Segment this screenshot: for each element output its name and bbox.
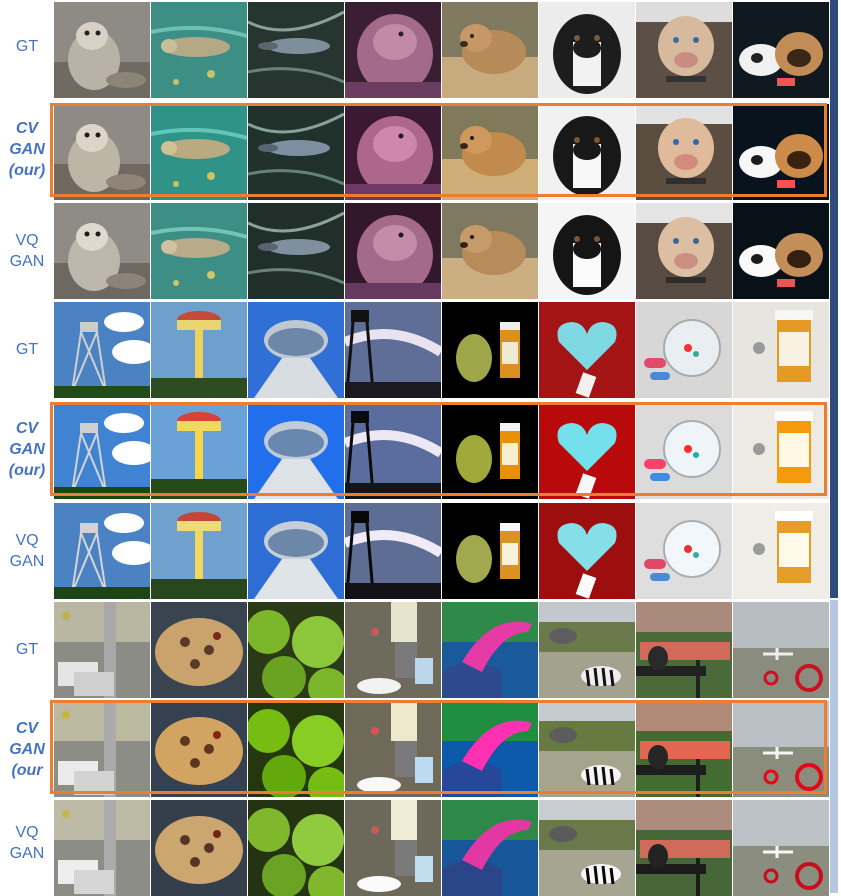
thumbnail-pills-in-glass — [636, 302, 732, 398]
thumbnail-otter — [54, 104, 150, 200]
thumbnail-otter — [54, 203, 150, 299]
thumbnail-airport-runway — [733, 800, 829, 896]
thumbnail-water-tower-red-top — [151, 403, 247, 499]
thumbnail-walrus — [345, 2, 441, 98]
thumbnail-park-bench — [636, 602, 732, 698]
thumbnail-blender-kitchen — [345, 800, 441, 896]
thumbnail-water-tower-from-below — [248, 403, 344, 499]
thumbnail-dogs-on-car-seat — [733, 104, 829, 200]
image-row-cvgan-objects — [54, 403, 829, 499]
thumbnail-water-tower-cloudy — [54, 503, 150, 599]
thumbnail-pizza — [151, 701, 247, 797]
thumbnail-dog-in-car — [636, 203, 732, 299]
thumbnail-dog-in-car — [636, 104, 732, 200]
thumbnail-pills-in-glass — [636, 403, 732, 499]
thumbnail-green-apples — [248, 800, 344, 896]
thumbnail-pear-and-pill-bottle — [442, 403, 538, 499]
thumbnail-pills-in-glass — [636, 503, 732, 599]
thumbnail-pink-shoe-jeans — [442, 602, 538, 698]
thumbnail-water-tower-from-below — [248, 302, 344, 398]
thumbnail-otter — [54, 2, 150, 98]
thumbnail-airport-runway — [733, 602, 829, 698]
thumbnail-dog-in-car — [636, 2, 732, 98]
thumbnail-zebra-savanna — [539, 602, 635, 698]
thumbnail-puppy-on-blanket — [442, 104, 538, 200]
thumbnail-green-apples — [248, 701, 344, 797]
thumbnail-street-traffic — [54, 800, 150, 896]
thumbnail-dogs-on-car-seat — [733, 2, 829, 98]
thumbnail-black-dog — [539, 2, 635, 98]
image-row-vqgan-scenes — [54, 800, 829, 896]
thumbnail-pill-bottle-orange — [733, 503, 829, 599]
thumbnail-puppy-on-blanket — [442, 2, 538, 98]
thumbnail-airport-runway — [733, 701, 829, 797]
thumbnail-black-dog — [539, 203, 635, 299]
thumbnail-pill-bottle-orange — [733, 302, 829, 398]
thumbnail-water-tower-sunset — [345, 302, 441, 398]
thumbnail-water-tower-cloudy — [54, 403, 150, 499]
thumbnail-pink-shoe-jeans — [442, 800, 538, 896]
thumbnail-walrus — [345, 104, 441, 200]
thumbnail-pear-and-pill-bottle — [442, 503, 538, 599]
image-row-vqgan-animals — [54, 203, 829, 299]
thumbnail-water-tower-from-below — [248, 503, 344, 599]
image-row-cvgan-scenes — [54, 701, 829, 797]
row-label-gt: GT — [15, 341, 39, 358]
thumbnail-platypus-in-water — [248, 2, 344, 98]
thumbnail-water-tower-sunset — [345, 403, 441, 499]
sidebar-bar-dark — [830, 0, 838, 598]
image-row-vqgan-objects — [54, 503, 829, 599]
thumbnail-pink-shoe-jeans — [442, 701, 538, 797]
thumbnail-park-bench — [636, 800, 732, 896]
thumbnail-blender-kitchen — [345, 701, 441, 797]
image-row-gt-scenes — [54, 602, 829, 698]
thumbnail-dogs-on-car-seat — [733, 203, 829, 299]
thumbnail-pizza — [151, 602, 247, 698]
thumbnail-pill-heart-red — [539, 403, 635, 499]
thumbnail-puppy-on-blanket — [442, 203, 538, 299]
thumbnail-water-tower-red-top — [151, 302, 247, 398]
thumbnail-street-traffic — [54, 701, 150, 797]
thumbnail-otter-in-water — [151, 203, 247, 299]
thumbnail-zebra-savanna — [539, 800, 635, 896]
row-label-gt: GT — [15, 641, 39, 658]
thumbnail-platypus-in-water — [248, 203, 344, 299]
thumbnail-pear-and-pill-bottle — [442, 302, 538, 398]
row-label-gt: GT — [15, 38, 39, 55]
thumbnail-pill-heart-red — [539, 503, 635, 599]
thumbnail-otter-in-water — [151, 104, 247, 200]
thumbnail-green-apples — [248, 602, 344, 698]
thumbnail-zebra-savanna — [539, 701, 635, 797]
sidebar-bar-light — [830, 600, 838, 893]
image-row-gt-objects — [54, 302, 829, 398]
thumbnail-blender-kitchen — [345, 602, 441, 698]
thumbnail-pill-bottle-orange — [733, 403, 829, 499]
thumbnail-water-tower-cloudy — [54, 302, 150, 398]
thumbnail-park-bench — [636, 701, 732, 797]
image-row-gt-animals — [54, 2, 829, 98]
thumbnail-walrus — [345, 203, 441, 299]
thumbnail-platypus-in-water — [248, 104, 344, 200]
thumbnail-black-dog — [539, 104, 635, 200]
thumbnail-pill-heart-red — [539, 302, 635, 398]
thumbnail-street-traffic — [54, 602, 150, 698]
thumbnail-water-tower-red-top — [151, 503, 247, 599]
thumbnail-otter-in-water — [151, 2, 247, 98]
image-row-cvgan-animals — [54, 104, 829, 200]
thumbnail-pizza — [151, 800, 247, 896]
thumbnail-water-tower-sunset — [345, 503, 441, 599]
